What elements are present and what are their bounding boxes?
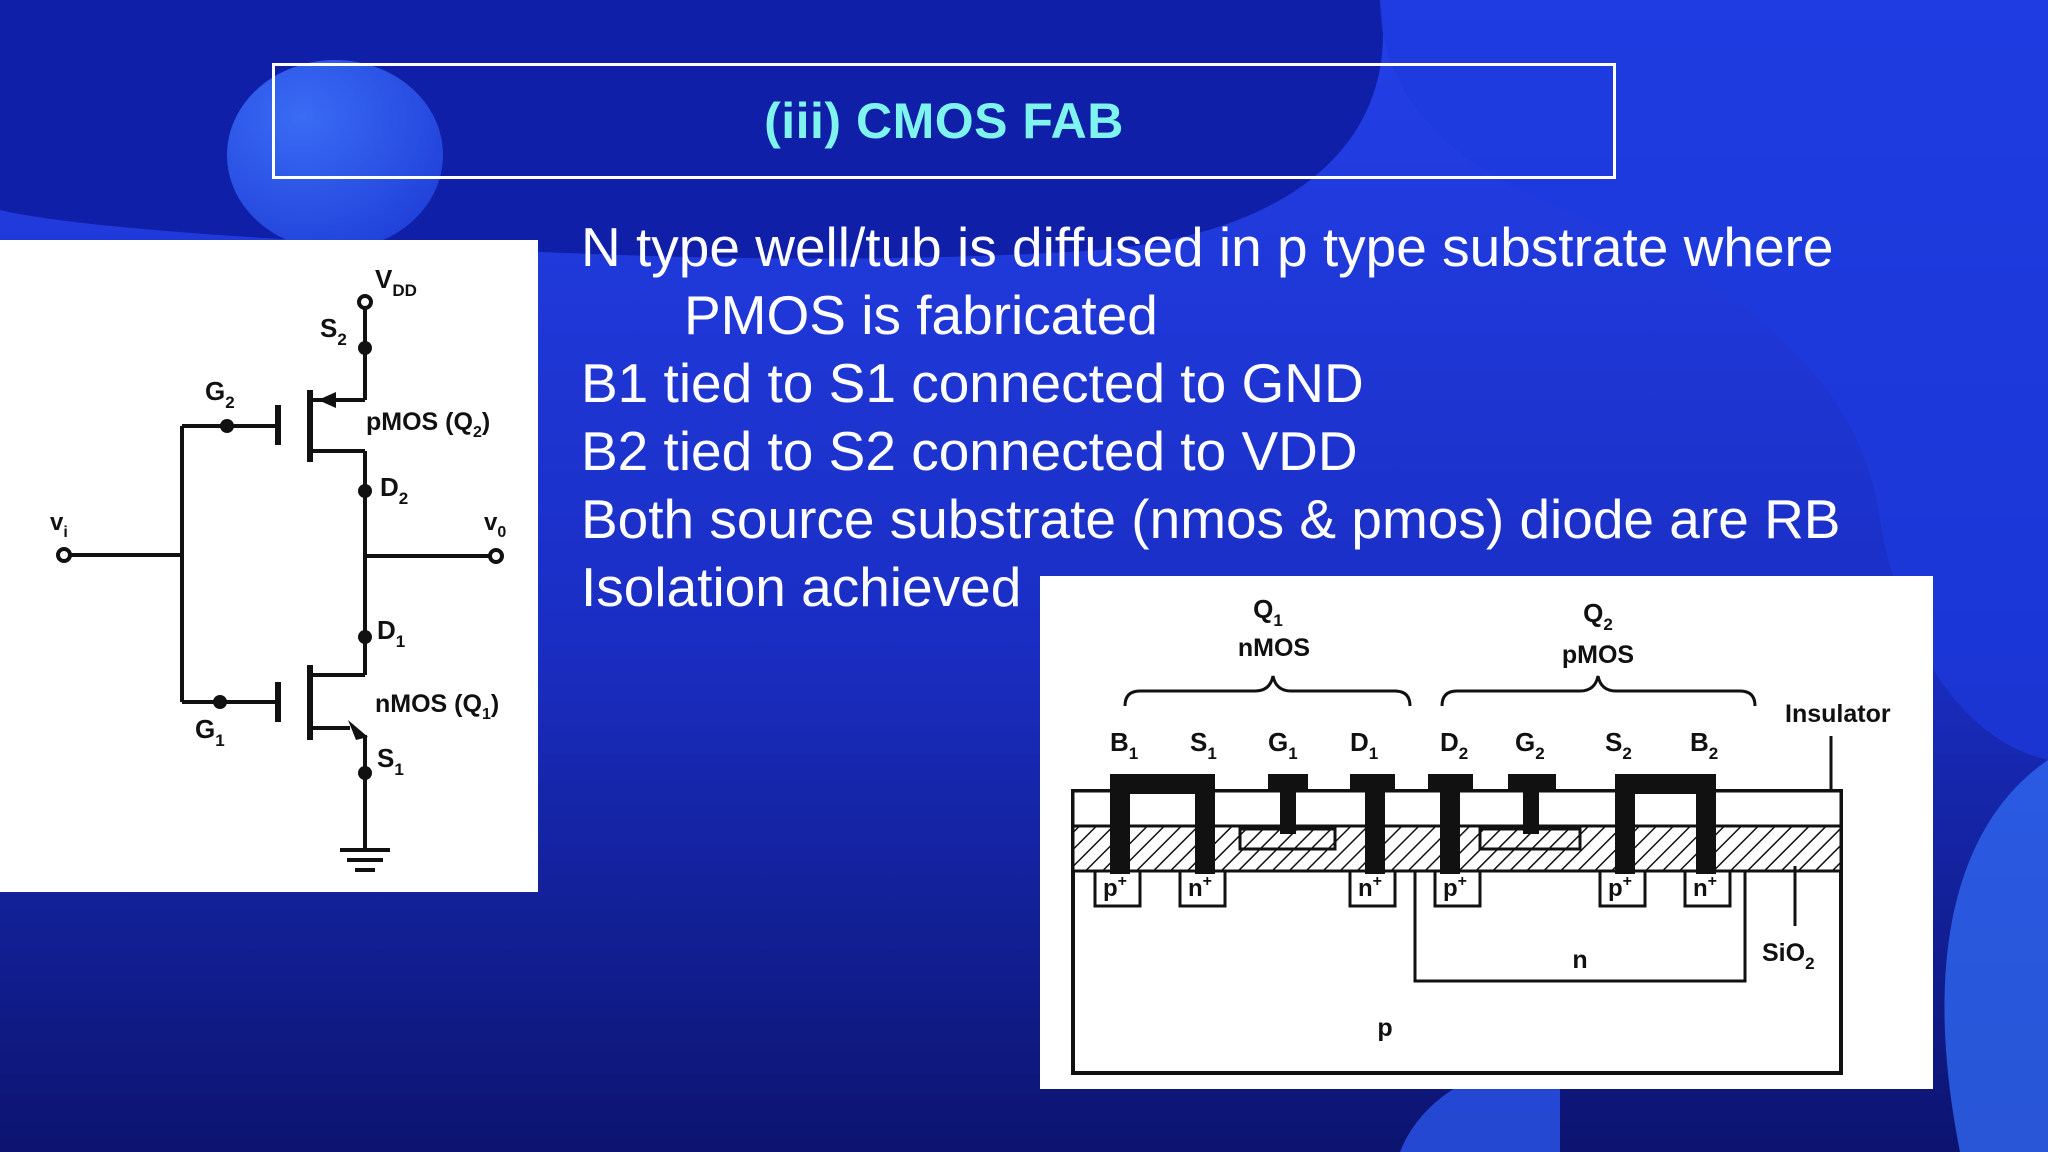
bullet-line: N type well/tub is diffused in p type su… <box>581 216 1834 278</box>
vi-terminal <box>56 547 72 563</box>
q2-label: Q2 <box>1583 598 1613 634</box>
d2-label: D2 <box>380 472 408 508</box>
bullet-list: N type well/tub is diffused in p type su… <box>581 213 2021 621</box>
insulator-label: Insulator <box>1785 700 1891 728</box>
diffusion-n-plus <box>1178 869 1227 908</box>
n-well <box>1413 871 1747 983</box>
terminal-label-s2: S2 <box>1605 727 1632 763</box>
s1-label: S1 <box>377 743 404 779</box>
title-box: (iii) CMOS FAB <box>272 63 1616 179</box>
vo-label: v0 <box>484 509 506 541</box>
pmos-label: pMOS (Q2) <box>366 408 490 441</box>
diffusion-n-plus <box>1683 869 1732 908</box>
terminal-label-g1: G1 <box>1268 727 1298 763</box>
q2-type-label: pMOS <box>1562 641 1634 669</box>
nmos-brace <box>1123 675 1412 707</box>
g1-node <box>213 695 227 709</box>
slide-title: (iii) CMOS FAB <box>764 93 1124 149</box>
bullet-line-continued: PMOS is fabricated <box>684 284 1158 346</box>
terminal-label-d1: D1 <box>1350 727 1378 763</box>
cmos-inverter-panel: VDD S2 G2 pMOS (Q2) D2 vi v0 D1 nMOS (Q1… <box>0 240 538 892</box>
bullet-line: Both source substrate (nmos & pmos) diod… <box>581 488 1841 550</box>
g2-node <box>220 419 234 433</box>
nmos-label: nMOS (Q1) <box>375 690 499 723</box>
diffusion-p-plus <box>1598 869 1647 908</box>
terminal-label-s1: S1 <box>1190 727 1217 763</box>
diffusion-label: n+ <box>1188 873 1212 902</box>
terminal-label-b1: B1 <box>1110 727 1138 763</box>
d1-node <box>358 630 372 644</box>
diffusion-label: n+ <box>1693 873 1717 902</box>
bullet-line: B1 tied to S1 connected to GND <box>581 352 1364 414</box>
d1-label: D1 <box>377 615 405 651</box>
diffusion-label: p+ <box>1443 873 1467 902</box>
d2-node <box>358 484 372 498</box>
s2-label: S2 <box>320 313 347 349</box>
diffusion-label: p+ <box>1608 873 1632 902</box>
q1-type-label: nMOS <box>1238 634 1310 662</box>
diffusion-label: p+ <box>1103 873 1127 902</box>
vi-label: vi <box>50 509 68 541</box>
nmos-arrow <box>348 720 368 740</box>
bullet-line: Isolation achieved <box>581 556 1022 618</box>
s2-node <box>358 341 372 355</box>
pmos-arrow <box>318 392 336 408</box>
n-well-label: n <box>1572 946 1587 974</box>
metal-contacts <box>1110 774 1716 874</box>
cmos-cross-section-diagram: Q1 nMOS Q2 pMOS B1 S1 G1 D1 D2 G2 S2 B2 Insulat… <box>1071 594 1891 1075</box>
diffusion-regions: p+ n+ n+ p+ p+ n+ <box>1093 869 1732 908</box>
vdd-terminal <box>357 294 373 310</box>
g1-label: G1 <box>195 714 225 750</box>
bullet-line: B2 tied to S2 connected to VDD <box>581 420 1358 482</box>
sio2-label: SiO2 <box>1762 939 1815 973</box>
diffusion-p-plus <box>1433 869 1482 908</box>
cmos-cross-section-panel: Q1 nMOS Q2 pMOS B1 S1 G1 D1 D2 G2 S2 B2 Insulat… <box>1040 576 1933 1089</box>
terminal-label-d2: D2 <box>1440 727 1468 763</box>
terminal-labels: B1 S1 G1 D1 D2 G2 S2 B2 <box>1110 727 1718 763</box>
cmos-inverter-schematic: VDD S2 G2 pMOS (Q2) D2 vi v0 D1 nMOS (Q1… <box>50 264 506 872</box>
p-substrate-label: p <box>1377 1014 1392 1042</box>
diffusion-label: n+ <box>1358 873 1382 902</box>
s1-node <box>358 766 372 780</box>
pmos-brace <box>1440 675 1757 707</box>
g2-label: G2 <box>205 376 235 412</box>
q1-label: Q1 <box>1253 594 1283 630</box>
vdd-label: VDD <box>375 264 417 300</box>
terminal-label-b2: B2 <box>1690 727 1718 763</box>
terminal-label-g2: G2 <box>1515 727 1545 763</box>
vo-terminal <box>488 548 504 564</box>
